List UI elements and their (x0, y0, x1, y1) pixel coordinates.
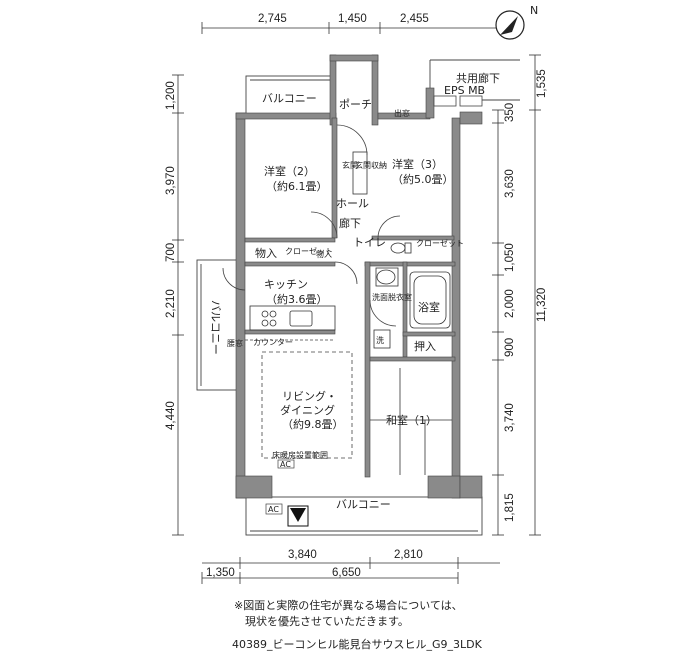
dimension-texts: 2,745 1,450 2,455 1,535 350 3,630 1,050 … (165, 13, 548, 579)
dim-left-5: 4,440 (165, 401, 177, 430)
dim-right-3: 1,050 (504, 243, 516, 272)
label-bay: 出窓 (394, 108, 410, 118)
dim-right-5: 900 (504, 338, 516, 357)
dim-right-6: 3,740 (504, 403, 516, 432)
label-closet-w2: クローゼット (285, 246, 333, 256)
label-floor-heating: 床暖房設置範囲 (272, 450, 328, 460)
plan-caption: 40389_ビーコンヒル能見台サウスヒル_G9_3LDK (232, 638, 482, 651)
dim-bottom-2: 2,810 (394, 549, 423, 561)
dim-bottom-1: 3,840 (288, 549, 317, 561)
label-corridor: 廊下 (339, 216, 361, 230)
label-bay-window: 腰窓 (227, 338, 243, 348)
dim-left-2: 3,970 (165, 166, 177, 195)
label-oshiire: 押入 (414, 339, 436, 353)
label-western2: 洋室（2） (264, 164, 315, 178)
dim-top-3: 2,455 (400, 13, 429, 25)
dim-right-2: 3,630 (504, 169, 516, 198)
dim-bottom-3: 1,350 (206, 567, 235, 579)
dim-left-1: 1,200 (165, 81, 177, 110)
label-kitchen-size: （約3.6畳） (266, 292, 328, 306)
label-bathroom: 浴室 (418, 300, 440, 314)
dim-top-1: 2,745 (258, 13, 287, 25)
dim-top-2: 1,450 (338, 13, 367, 25)
down-arrow-icon (290, 508, 306, 522)
label-living-size: （約9.8畳） (282, 417, 344, 431)
label-counter: カウンター (253, 338, 293, 347)
label-eps-mb: EPS MB (444, 84, 485, 97)
dim-right-1: 350 (504, 103, 516, 122)
door-swings (222, 124, 401, 327)
label-living-2: ダイニング (280, 403, 335, 417)
label-storage: 物入 (255, 246, 277, 260)
label-genkan-storage: 玄関収納 (355, 160, 387, 170)
floor-heating-area (261, 351, 353, 459)
label-hall: ホール (336, 197, 369, 210)
eps-mb-boxes (433, 95, 483, 107)
fixtures (249, 151, 452, 475)
note-line-1: ※図面と実際の住宅が異なる場合については、 (234, 599, 463, 612)
label-shared-corridor: 共用廊下 (456, 71, 500, 85)
dim-right-7: 1,815 (504, 493, 516, 522)
disclaimer-note: ※図面と実際の住宅が異なる場合については、 現状を優先させていただきます。 (234, 598, 463, 630)
note-line-2: 現状を優先させていただきます。 (234, 615, 409, 628)
dim-right-4: 2,000 (504, 289, 516, 318)
dim-right-total: 11,320 (536, 288, 548, 322)
dim-bottom-4: 6,650 (332, 567, 361, 579)
label-western2-size: （約6.1畳） (266, 179, 328, 193)
label-western3-size: （約5.0畳） (392, 172, 454, 186)
label-japanese-room: 和室（1） (386, 413, 437, 427)
label-genkan: 玄関 (342, 160, 358, 170)
label-wash: 洗面脱衣室 (372, 292, 412, 302)
label-storage-small: 物入 (316, 249, 332, 259)
dim-right-top: 1,535 (536, 69, 548, 98)
ac-label-living: AC (280, 460, 291, 469)
label-balcony-top: バルコニー (262, 92, 317, 105)
walls (235, 54, 483, 499)
label-balcony-bottom: バルコニー (336, 498, 391, 511)
label-washer: 洗 (376, 335, 384, 345)
ac-marker: AC (265, 503, 309, 527)
compass-north-label: N (530, 4, 538, 17)
dimension-lines (172, 22, 541, 584)
label-porch: ポーチ (339, 98, 372, 111)
room-labels: バルコニー ポーチ 共用廊下 EPS MB 出窓 洋室（2） （約6.1畳） 洋… (209, 71, 500, 511)
label-living-1: リビング・ (282, 389, 337, 403)
dim-left-3: 700 (165, 243, 177, 262)
label-toilet: トイレ (353, 236, 386, 249)
label-kitchen: キッチン (264, 278, 308, 291)
ac-label-bottom: AC (268, 505, 279, 514)
balcony-outlines (196, 59, 520, 536)
ac-marker-living: AC (277, 459, 295, 469)
label-western3: 洋室（3） (392, 157, 443, 171)
dim-left-4: 2,210 (165, 289, 177, 318)
label-balcony-side: バルコニー (209, 300, 222, 355)
label-closet-w3: クローゼット (416, 238, 464, 248)
compass: N (495, 4, 538, 40)
